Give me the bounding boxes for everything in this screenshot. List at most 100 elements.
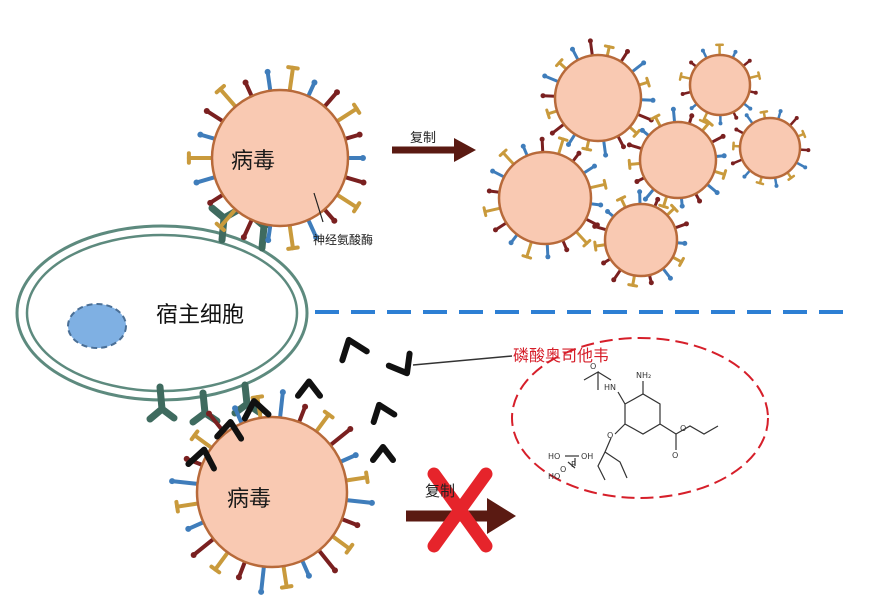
virus-label-bottom: 病毒 [227,487,272,512]
spike-tip [689,60,694,65]
spike-tip [493,227,499,233]
spike-cap [521,254,533,260]
spike-tip [803,165,808,170]
spike-tip [621,144,627,150]
spike-tip [611,277,617,283]
virus-copy-1 [540,38,656,158]
spike-cap [678,256,685,267]
spike-tip [587,38,593,44]
spike-tip [305,572,312,579]
spike-cap [555,58,564,68]
spike-tip [714,190,720,196]
virus-copy-3 [626,106,728,210]
drug-leader-line [412,355,513,366]
replication-arrow-top [392,138,476,162]
virus-envelope [210,88,350,228]
virus-envelope [688,53,752,117]
spike-cap [209,564,222,575]
spike-tip [624,49,630,55]
spike-tip [655,196,661,202]
spike [483,206,502,214]
spike [218,207,238,229]
spike-cap [364,470,370,485]
spike-tip [313,234,320,241]
spike-tip [368,499,375,506]
spike-tip [700,48,705,53]
spike [525,240,533,259]
virus-envelope [497,150,593,246]
spike-cap [174,499,180,514]
spike-cap [698,118,708,125]
spike-tip [520,143,526,149]
spike [628,161,642,166]
virus-envelope [638,120,718,200]
spike [335,106,359,124]
spike-cap [279,584,294,590]
spike-tip [185,525,192,532]
spike [701,110,709,123]
spike-cap [678,72,683,81]
spike-tip [331,567,338,574]
spike-tip [356,131,363,138]
spike [314,412,331,434]
spike-tip [734,115,739,120]
ethyl-chain [675,425,719,435]
atom-ether-o: O [607,431,614,440]
virus-copy-2 [678,43,762,126]
spike [605,45,611,58]
spike-tip [545,254,551,260]
spike-tip [720,133,726,139]
spike-tip [591,163,597,169]
atom-amine: NH₂ [636,371,652,380]
spike [628,125,639,135]
atom-amide-nh: HN [604,383,616,392]
neuraminidase-leader-line [313,192,324,223]
spike-tip [331,217,338,224]
spike [343,175,366,185]
spike [335,192,359,210]
spike [574,230,589,245]
pentyl-chain-1 [597,437,612,481]
spike [588,182,607,190]
spike-tip [598,202,604,208]
spike [546,109,559,116]
spike-tip [603,152,609,158]
spike [747,74,761,80]
spike-tip [730,161,735,166]
spike-tip [753,90,758,95]
spike-tip [679,203,685,209]
spike-tip [569,46,575,52]
arrow-head [454,138,476,162]
virus-envelope [738,116,802,180]
spike-cap [721,169,728,180]
drug-structure-ellipse [511,337,769,499]
spike [191,536,216,557]
spike [213,550,230,572]
spike-cap [759,110,769,114]
spike-tip [682,240,688,246]
spike-tip [540,93,546,99]
spike-tip [648,280,654,286]
spike-tip [639,127,645,133]
spike-tip [197,131,204,138]
replication-label-bottom: 复制 [425,482,456,500]
virus-envelope [603,202,679,278]
virus-particles [169,38,811,595]
spike-tip [333,89,340,96]
atom-phos-oh: OH [581,452,594,461]
spike-cap [352,102,362,115]
spike-tip [264,68,271,75]
spike-tip [778,109,783,114]
spike [700,121,711,133]
oseltamivir-molecules [185,336,413,472]
spike-cap [801,129,807,139]
spike-cap [757,71,762,80]
spike-tip [235,574,242,581]
spike [259,564,266,594]
amide-bond [617,391,626,405]
spike [322,90,339,109]
drug-molecule [295,378,323,399]
spike [637,80,650,87]
